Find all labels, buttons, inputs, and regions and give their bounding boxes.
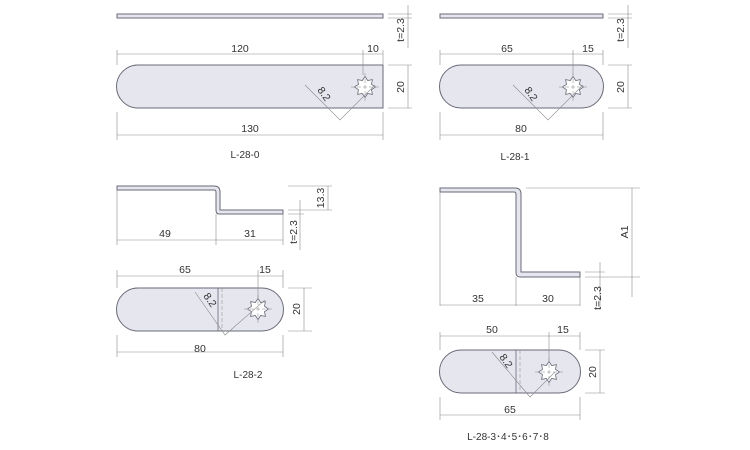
part-label: L-28-1	[501, 152, 530, 163]
part-label: L-28-2	[234, 370, 263, 381]
dim-width: 20	[291, 303, 303, 315]
center-line	[535, 358, 563, 386]
dim-width: 20	[395, 81, 407, 93]
side-view	[116, 13, 384, 19]
dim-to-center: 65	[179, 264, 191, 276]
dim-overall: 130	[241, 123, 259, 135]
dim-width: 20	[587, 366, 599, 378]
plan-view	[439, 64, 604, 109]
dim-thickness: t=2.3	[592, 286, 604, 310]
center-line	[244, 295, 272, 323]
dim-overall: 80	[515, 123, 527, 135]
dim-to-center: 65	[501, 43, 513, 55]
part-label: L-28-0	[231, 150, 260, 161]
dim-offset: 13.3	[315, 188, 327, 209]
part-l-28-2: 49 31 13.3 t=2.3 65 15 80 20 8.2 L-28-2	[116, 185, 332, 381]
dim-thickness: t=2.3	[615, 18, 627, 42]
side-view	[439, 13, 604, 19]
center-line	[559, 73, 587, 101]
dim-end: 15	[557, 324, 569, 336]
dim-end: 15	[582, 43, 594, 55]
dim-lower-length: 31	[244, 228, 256, 240]
center-line	[351, 73, 379, 101]
plan-view	[439, 349, 581, 394]
plan-view	[116, 64, 384, 109]
dim-lower-length: 30	[542, 293, 554, 305]
dim-to-center: 120	[231, 43, 249, 55]
dim-width: 20	[615, 81, 627, 93]
part-l-28-3-8: 35 30 A1 t=2.3 50 15 65 20 8.2 L-28-3･4･…	[439, 187, 640, 443]
dim-overall: 65	[504, 404, 516, 416]
side-view	[116, 185, 284, 215]
dim-upper-length: 49	[159, 228, 171, 240]
dim-thickness: t=2.3	[395, 18, 407, 42]
side-view	[439, 187, 581, 278]
dim-thickness: t=2.3	[288, 220, 300, 244]
part-label: L-28-3･4･5･6･7･8	[467, 432, 549, 443]
dim-offset: A1	[619, 225, 631, 238]
dim-overall: 80	[194, 343, 206, 355]
part-l-28-1: 65 15 80 20 t=2.3 8.2 L-28-1	[439, 5, 632, 163]
part-l-28-0: 120 10 130 20 t=2.3 8.2 L-28-0	[116, 5, 412, 161]
dim-to-center: 50	[486, 324, 498, 336]
dim-end: 15	[259, 264, 271, 276]
dim-end: 10	[367, 43, 379, 55]
dim-upper-length: 35	[472, 293, 484, 305]
